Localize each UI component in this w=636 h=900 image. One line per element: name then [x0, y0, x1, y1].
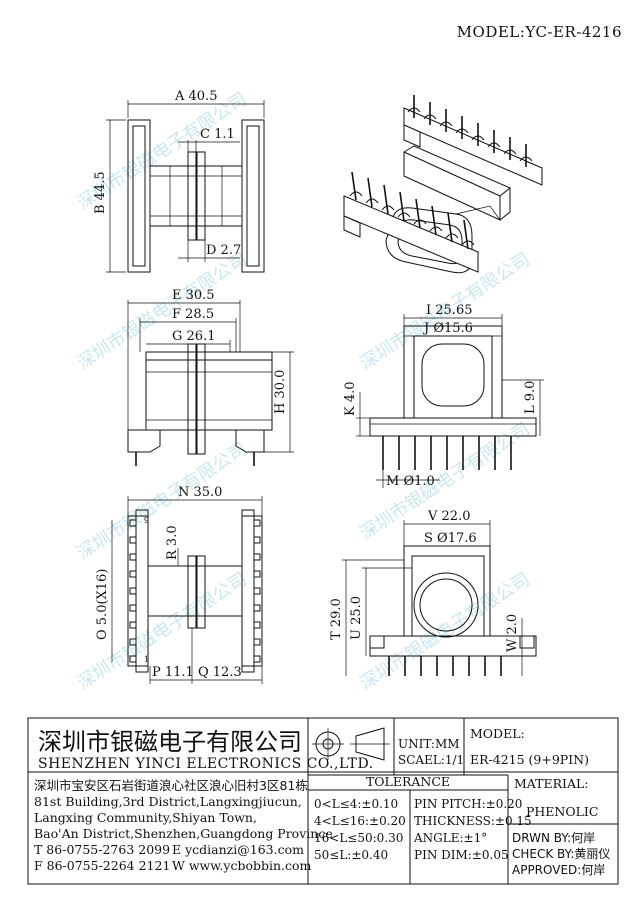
- dim-k-label: K 4.0: [343, 381, 358, 416]
- pin-layout-view: 9 1 N 35.0 O 5.0(X16) R 3.0 P 11.1 Q 12.…: [95, 485, 263, 684]
- projection-symbol-icon: [312, 727, 390, 761]
- approved-by: APPROVED:何岸: [512, 863, 605, 877]
- company-fax: F 86-0755-2264 2121: [34, 858, 170, 873]
- dim-h-label: H 30.0: [273, 370, 288, 414]
- dim-j-label: J Ø15.6: [422, 321, 473, 336]
- dim-q-label: Q 12.3: [198, 665, 242, 680]
- model-value: ER-4215 (9+9PIN): [470, 752, 589, 767]
- tolerance-left-1: 0<L≤4:±0.10: [314, 797, 398, 811]
- tolerance-right-1: PIN PITCH:±0.20: [414, 797, 522, 811]
- dim-o-label: O 5.0(X16): [95, 569, 110, 640]
- tolerance-left-3: 16<L≤50:0.30: [314, 831, 403, 845]
- company-tel: T 86-0755-2763 2099: [34, 842, 170, 857]
- material-value: PHENOLIC: [526, 804, 598, 819]
- company-email: E ycdianzi@163.com: [172, 842, 304, 857]
- material-label: MATERIAL:: [514, 776, 589, 791]
- front-end-view: V 22.0 S Ø17.6 T 29.0 U 25.0 W 2.0: [329, 509, 537, 676]
- dim-m-label: M Ø1.0: [386, 474, 435, 489]
- front-view: A 40.5 B 44.5 C 1.1 D 2.7: [93, 89, 265, 273]
- company-name-cn: 深圳市银磁电子有限公司: [38, 728, 302, 756]
- tolerance-right-2: THICKNESS:±0.15: [414, 814, 532, 828]
- dim-r-label: R 3.0: [165, 525, 180, 560]
- dim-d-label: D 2.7: [206, 243, 241, 258]
- watermark-text: 深圳市银磁电子有限公司: [73, 249, 250, 374]
- company-address-en-2: Langxing Community,Shiyan Town,: [34, 810, 257, 825]
- pin-number-bottom: 1: [144, 655, 149, 664]
- tolerance-title: TOLERANCE: [366, 774, 450, 789]
- dim-w-label: W 2.0: [505, 614, 520, 652]
- dim-e-label: E 30.5: [172, 288, 215, 303]
- pin-number-top: 9: [144, 516, 149, 525]
- tolerance-left-2: 4<L≤16:±0.20: [314, 814, 406, 828]
- drawn-by: DRWN BY:何岸: [512, 831, 595, 845]
- company-address-en-3: Bao'An District,Shenzhen,Guangdong Provi…: [34, 826, 333, 841]
- dim-a-label: A 40.5: [174, 89, 217, 104]
- tolerance-left-4: 50≤L:±0.40: [314, 848, 388, 862]
- dim-g-label: G 26.1: [172, 329, 215, 344]
- dim-s-label: S Ø17.6: [424, 531, 477, 546]
- dim-u-label: U 25.0: [349, 596, 364, 640]
- company-name-en: SHENZHEN YINCI ELECTRONICS CO.,LTD.: [38, 756, 374, 772]
- checked-by: CHECK BY:黄丽仪: [512, 847, 610, 861]
- dim-l-label: L 9.0: [523, 381, 538, 414]
- company-address-en-1: 81st Building,3rd District,Langxingjiucu…: [34, 794, 302, 809]
- watermark-text: 深圳市银磁电子有限公司: [73, 439, 250, 564]
- tolerance-right-3: ANGLE:±1°: [413, 831, 487, 845]
- dim-c-label: C 1.1: [200, 127, 235, 142]
- scale-label: SCAEL:1/1: [398, 753, 464, 767]
- title-block: 深圳市银磁电子有限公司 SHENZHEN YINCI ELECTRONICS C…: [27, 717, 619, 885]
- end-view: I 25.65 J Ø15.6 K 4.0 L 9.0 M Ø1.0: [343, 303, 544, 489]
- dim-p-label: P 11.1: [152, 665, 194, 680]
- side-view: E 30.5 F 28.5 G 26.1 H 30.0: [127, 288, 294, 466]
- tolerance-right-4: PIN DIM:±0.05: [414, 848, 509, 862]
- isometric-view: [343, 95, 543, 274]
- company-web: W www.ycbobbin.com: [172, 858, 312, 873]
- dim-f-label: F 28.5: [172, 307, 214, 322]
- company-address-cn: 深圳市宝安区石岩街道浪心社区浪心旧村3区81栋: [34, 778, 308, 793]
- model-header: MODEL:YC-ER-4216: [457, 23, 622, 41]
- dim-v-label: V 22.0: [427, 509, 470, 524]
- pin-row-right: [253, 519, 261, 663]
- unit-label: UNIT:MM: [398, 737, 460, 751]
- dim-t-label: T 29.0: [329, 598, 344, 640]
- dim-i-label: I 25.65: [426, 303, 472, 318]
- dim-n-label: N 35.0: [178, 485, 222, 500]
- model-label: MODEL:: [470, 726, 525, 741]
- pin-row-left: [129, 519, 137, 663]
- dim-b-label: B 44.5: [93, 171, 108, 214]
